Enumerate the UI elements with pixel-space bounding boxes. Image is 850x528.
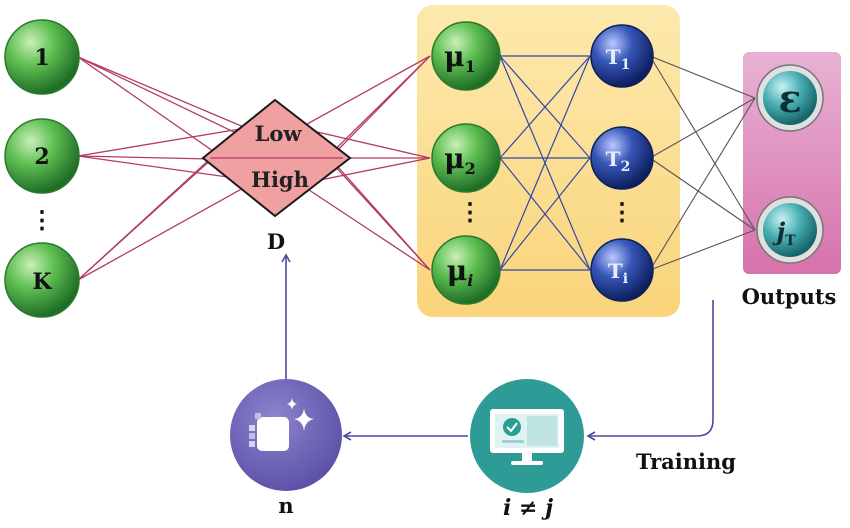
input-node-1: 1 [4, 19, 80, 95]
high-label: High [251, 167, 309, 192]
mu-node-1: μ1 [431, 21, 501, 91]
n-label: n [278, 493, 293, 518]
decision-label: D [267, 229, 285, 254]
svg-text:K: K [32, 269, 52, 295]
input-ellipsis: ⋮ [30, 205, 54, 234]
condition-label: i ≠ j [503, 495, 553, 521]
training-label: Training [636, 449, 736, 474]
training-node [470, 379, 584, 493]
svg-text:T1: T1 [606, 45, 631, 73]
t-node-i: Ti [590, 238, 654, 302]
svg-text:jT: jT [772, 217, 796, 249]
feedback-arrows [281, 253, 714, 441]
sparkle-image-icon [249, 398, 314, 451]
hidden-connections [499, 55, 591, 271]
outputs-label: Outputs [742, 284, 837, 309]
input-node-2: 2 [4, 118, 80, 194]
output-node-j: jT [756, 196, 824, 264]
outputs-to-training-arrow [586, 300, 714, 441]
low-label: Low [255, 121, 303, 146]
svg-text:T2: T2 [606, 147, 631, 175]
svg-text:ε: ε [778, 76, 801, 121]
svg-text:1: 1 [34, 45, 49, 71]
n-node [230, 379, 342, 491]
decision-diamond: Low High [201, 98, 352, 218]
svg-text:μ2: μ2 [444, 142, 476, 178]
mu-node-2: μ2 [431, 123, 501, 193]
svg-text:Ti: Ti [608, 259, 628, 287]
svg-text:μi: μi [447, 254, 474, 290]
mu-node-i: μi [431, 235, 501, 305]
input-node-k: K [4, 242, 80, 318]
output-connections [649, 55, 756, 271]
svg-text:2: 2 [34, 144, 49, 170]
t-ellipsis: ⋮ [610, 197, 634, 226]
output-node-epsilon: ε [756, 64, 824, 132]
t-node-1: T1 [590, 24, 654, 88]
svg-text:μ1: μ1 [444, 40, 476, 76]
t-node-2: T2 [590, 126, 654, 190]
monitor-check-icon [490, 409, 564, 465]
mu-ellipsis: ⋮ [458, 197, 482, 226]
